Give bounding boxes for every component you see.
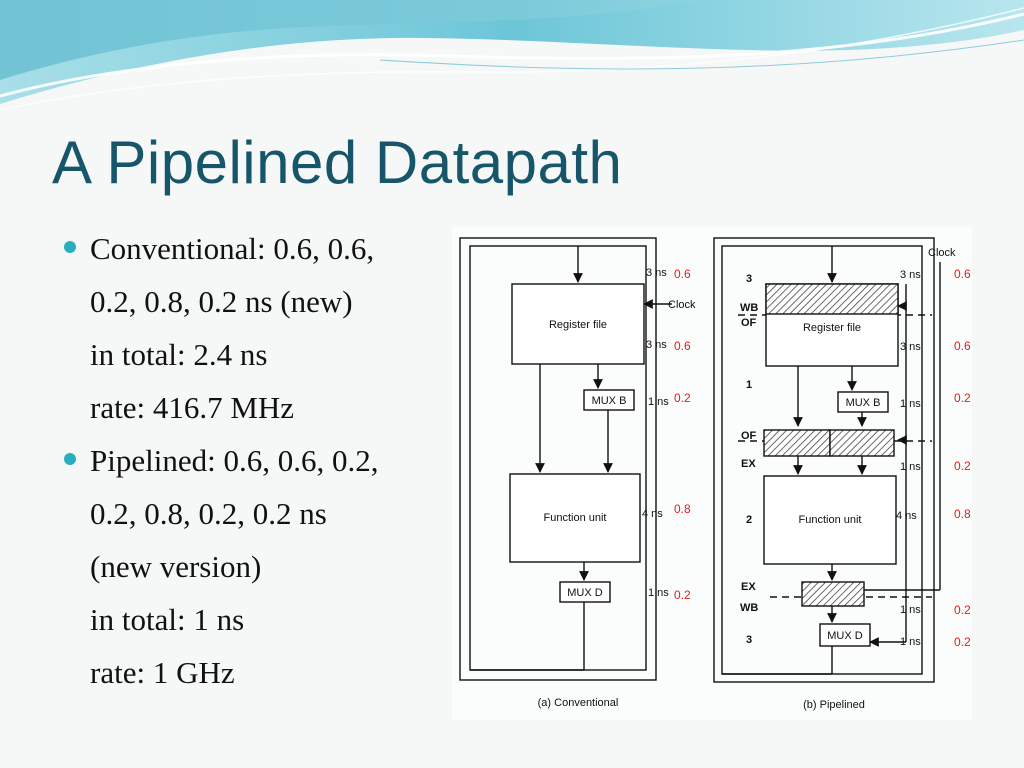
pipelined-delay: 1 ns [900,604,921,616]
conventional-annotation: 0.2 [674,588,691,602]
pipelined-mux-b [837,391,889,413]
pipelined-delay: 1 ns [900,461,921,473]
stage-label: WB [740,602,758,614]
pipelined-datapath [713,237,941,683]
bullet-line: in total: 1 ns [90,602,245,637]
conventional-mux-d-label: MUX D [567,587,603,599]
conventional-annotation: 0.6 [674,267,691,281]
pipelined-caption: (b) Pipelined [803,699,865,711]
bullet-line: Conventional: 0.6, 0.6, [90,231,375,266]
bullet-line: rate: 416.7 MHz [90,390,295,425]
bullet-list: Conventional: 0.6, 0.6, 0.2, 0.8, 0.2 ns… [62,222,462,699]
bullet-line: (new version) [90,549,262,584]
conventional-delay: 3 ns [646,267,667,279]
pipeline-stage-labels: 3 WB OF 1 OF EX 2 EX WB 3 [740,273,758,646]
bullet-line: Pipelined: 0.6, 0.6, 0.2, [90,443,379,478]
conventional-caption: (a) Conventional [538,697,619,709]
pipelined-delay: 3 ns [900,341,921,353]
pipelined-frame [713,237,935,683]
pipelined-mux-d [819,623,871,647]
bullet-dot [64,241,76,253]
pipeline-register-of-ex-left [763,429,831,457]
stage-label: EX [741,581,756,593]
stage-label: 3 [746,634,752,646]
bullet-line: in total: 2.4 ns [90,337,268,372]
pipeline-register-of-ex-right [829,429,895,457]
stage-label: OF [741,317,757,329]
conventional-delay: 1 ns [648,587,669,599]
conventional-datapath [459,237,672,681]
pipelined-mux-b-label: MUX B [846,397,881,409]
bullet-line: 0.2, 0.8, 0.2 ns (new) [90,284,353,319]
pipelined-mux-d-label: MUX D [827,630,863,642]
stage-label: 3 [746,273,752,285]
header-wave-decoration [0,0,1024,111]
pipelined-delay: 1 ns [900,636,921,648]
bullet-dot [64,453,76,465]
conventional-clock-label: Clock [668,299,696,311]
stage-label: WB [740,302,758,314]
pipelined-clock-label: Clock [928,247,956,259]
conventional-delay: 4 ns [642,508,663,520]
pipeline-register-wb-of [765,283,899,315]
pipelined-delay: 1 ns [900,398,921,410]
pipelined-register-file-label: Register file [803,322,861,334]
conventional-mux-d [559,581,611,603]
conventional-register-file [511,283,645,365]
bullet-line: rate: 1 GHz [90,655,235,690]
pipelined-annotation: 0.6 [954,267,971,281]
conventional-annotation: 0.2 [674,391,691,405]
conventional-delay: 3 ns [646,339,667,351]
conventional-function-unit [509,473,641,563]
pipelined-annotation: 0.6 [954,339,971,353]
pipelined-annotation: 0.2 [954,603,971,617]
pipelined-delay: 3 ns [900,269,921,281]
conventional-function-unit-label: Function unit [544,512,607,524]
stage-label: 2 [746,514,752,526]
pipelined-annotation: 0.8 [954,507,971,521]
stage-label: EX [741,458,756,470]
bullet-line: 0.2, 0.8, 0.2, 0.2 ns [90,496,327,531]
conventional-register-file-label: Register file [549,319,607,331]
pipelined-function-unit [763,475,897,565]
conventional-delay: 1 ns [648,396,669,408]
page-title: A Pipelined Datapath [52,129,623,196]
pipelined-annotation: 0.2 [954,635,971,649]
conventional-mux-b-label: MUX B [592,395,627,407]
bullet-conventional: Conventional: 0.6, 0.6, [62,222,462,275]
conventional-frame [459,237,657,681]
conventional-mux-b [583,389,635,411]
conventional-annotation: 0.8 [674,502,691,516]
pipeline-register-ex-wb [801,581,865,607]
conventional-annotation: 0.6 [674,339,691,353]
bullet-pipelined: Pipelined: 0.6, 0.6, 0.2, [62,434,462,487]
pipelined-annotation: 0.2 [954,391,971,405]
datapath-figure: Register file MUX B Function unit MUX D … [452,226,972,720]
stage-label: OF [741,430,757,442]
pipelined-delay: 4 ns [896,510,917,522]
pipelined-function-unit-label: Function unit [799,514,862,526]
stage-label: 1 [746,379,752,391]
pipelined-annotation: 0.2 [954,459,971,473]
